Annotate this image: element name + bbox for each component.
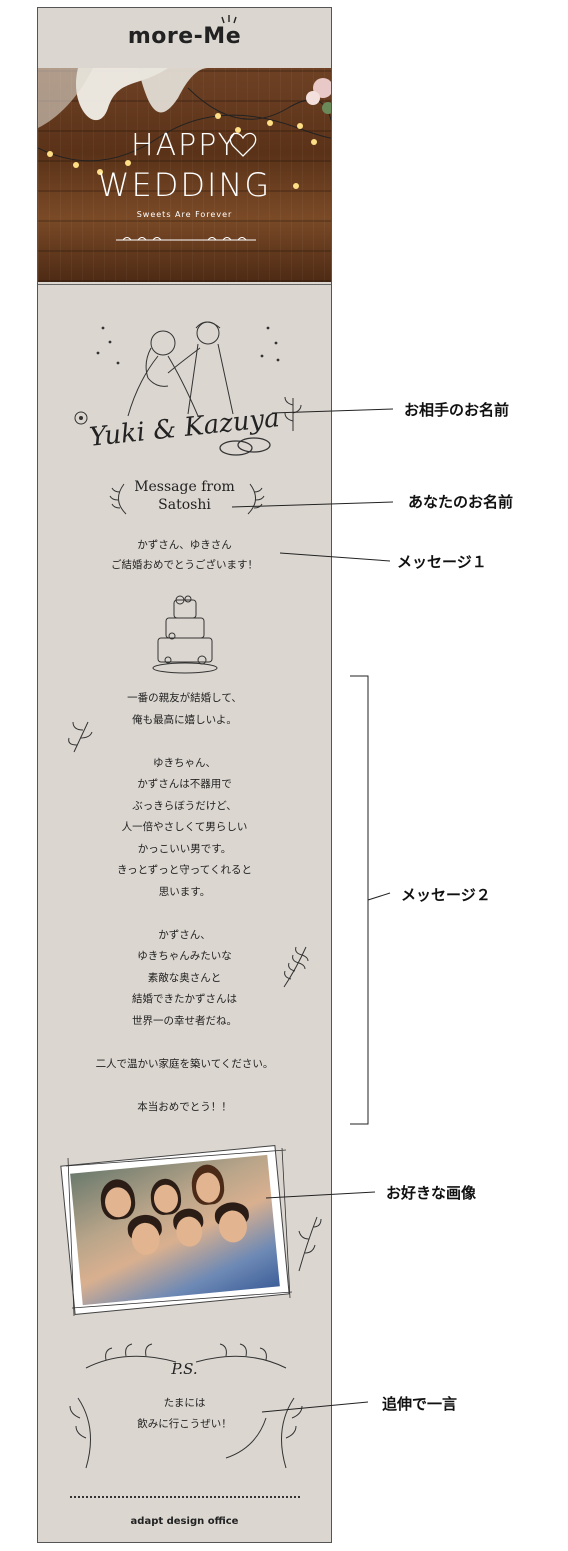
message-2-line: 世界一の幸せ者だね。 bbox=[132, 1014, 237, 1027]
message-2-line: 思います。 bbox=[158, 885, 211, 898]
message-2-line: 本当おめでとう！！ bbox=[137, 1100, 232, 1113]
message-1-line: ご結婚おめでとうございます！ bbox=[111, 559, 258, 571]
message-2-line: ゆきちゃん、 bbox=[153, 756, 216, 769]
flower-icon bbox=[74, 411, 88, 425]
hero-title-wedding: WEDDING bbox=[97, 166, 272, 204]
ps-label: P.S. bbox=[171, 1360, 198, 1378]
hero-title-happy: HAPPY bbox=[131, 128, 238, 163]
message-2-line: 人一倍やさしくて男らしい bbox=[121, 821, 248, 833]
message-2-line bbox=[38, 1075, 331, 1097]
message-2-line: かずさん、 bbox=[158, 928, 211, 941]
message-1: かずさん、ゆきさん ご結婚おめでとうございます！ bbox=[38, 535, 331, 575]
ps-message: たまには 飲みに行こうぜい！ bbox=[38, 1393, 331, 1435]
message-2-line: 素敵な奥さんと bbox=[147, 971, 222, 984]
annotation-message-1: メッセージ１ bbox=[397, 553, 487, 571]
message-2-line: 結婚できたかずさんは bbox=[132, 993, 237, 1005]
message-2-line bbox=[38, 903, 331, 925]
sender-block: Message from Satoshi bbox=[38, 478, 331, 514]
message-2-line: 一番の親友が結婚して、 bbox=[127, 692, 242, 704]
message-2-line bbox=[38, 1032, 331, 1054]
hero-subtitle: Sweets Are Forever bbox=[136, 210, 233, 219]
annotation-ps: 追伸で一言 bbox=[382, 1395, 458, 1413]
laurel-left-icon bbox=[109, 483, 127, 515]
sender-name: Satoshi bbox=[158, 497, 211, 513]
sender-label: Message from bbox=[134, 479, 235, 495]
message-2-line: ぶっきらぼうだけど、 bbox=[132, 799, 237, 812]
logo-text: more-Me bbox=[127, 23, 242, 49]
wedding-cake-icon bbox=[152, 595, 218, 674]
message-2-line: かっこいい男です。 bbox=[137, 842, 232, 855]
annotation-image: お好きな画像 bbox=[386, 1184, 477, 1202]
hero-divider bbox=[38, 284, 331, 285]
ps-line: 飲みに行こうぜい！ bbox=[137, 1418, 232, 1430]
message-2-line: ゆきちゃんみたいな bbox=[137, 950, 232, 962]
message-2-line bbox=[38, 731, 331, 753]
annotation-your-name: あなたのお名前 bbox=[408, 493, 514, 511]
photo-sketch-frame bbox=[65, 1148, 293, 1317]
annotation-message-2: メッセージ２ bbox=[401, 886, 491, 904]
leaf-branch-icon bbox=[68, 721, 93, 753]
hero-banner: HAPPY WEDDING Sweets Are Forever bbox=[38, 68, 331, 282]
message-2-line: 俺も最高に嬉しいよ。 bbox=[132, 713, 237, 726]
drapery-decoration bbox=[38, 68, 331, 241]
top-bar: more-Me bbox=[38, 8, 331, 64]
couple-illustration bbox=[96, 321, 280, 417]
message-2-line: きっとずっと守ってくれると bbox=[117, 864, 252, 876]
ps-line: たまには bbox=[163, 1397, 206, 1409]
footer-divider bbox=[70, 1496, 300, 1498]
message-1-line: かずさん、ゆきさん bbox=[137, 539, 232, 551]
message-2-line: かずさんは不器用で bbox=[137, 778, 232, 790]
phone-preview: more-Me bbox=[37, 7, 332, 1543]
rings-icon bbox=[219, 437, 271, 456]
annotation-partner-name: お相手のお名前 bbox=[404, 401, 510, 419]
logo-spark-icon bbox=[221, 14, 237, 23]
footer-credit: adapt design office bbox=[130, 1516, 239, 1527]
logo: more-Me bbox=[127, 14, 242, 49]
message-2: 一番の親友が結婚して、 俺も最高に嬉しいよ。 ゆきちゃん、 かずさんは不器用で … bbox=[38, 688, 331, 1118]
leaf-vine-icon bbox=[298, 1216, 322, 1272]
fern-icon bbox=[283, 946, 309, 988]
ps-wreath bbox=[69, 1343, 303, 1469]
message-2-line: 二人で温かい家庭を築いてください。 bbox=[95, 1057, 274, 1070]
